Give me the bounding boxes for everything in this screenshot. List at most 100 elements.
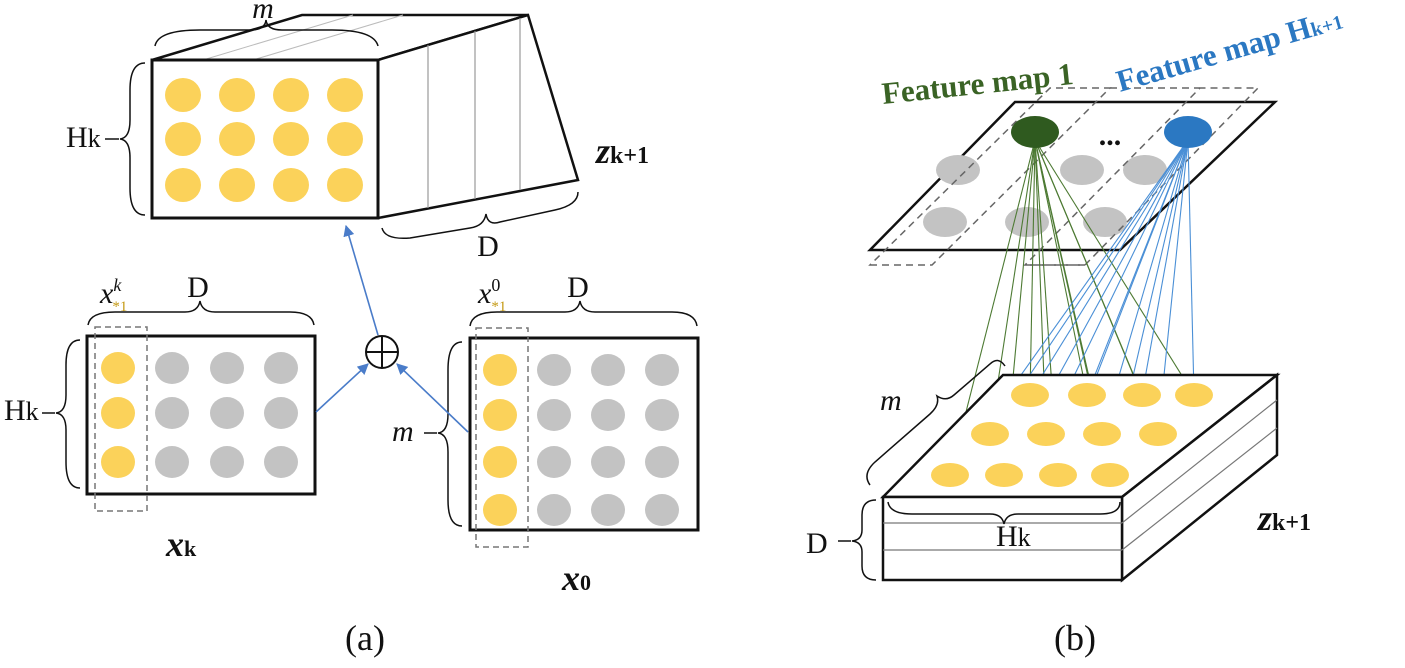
z-d-label: D <box>477 230 499 263</box>
z-m-brace <box>154 19 379 47</box>
z-element-dot <box>327 122 363 156</box>
x0-column-label: x0*1 <box>477 275 506 315</box>
x0-element-dot <box>591 494 625 526</box>
plane-dot <box>936 155 980 185</box>
z-element-dot <box>273 78 309 112</box>
z-m-label: m <box>252 0 274 25</box>
caption-b: (b) <box>1054 618 1096 658</box>
xk-element-dot <box>155 397 189 429</box>
arrow-xk-to-op <box>315 363 369 413</box>
z-slab <box>880 372 1281 583</box>
slab-dot <box>1039 463 1077 487</box>
feature-map-h-strip <box>1023 87 1260 266</box>
z-element-dot <box>165 78 201 112</box>
slab-dot <box>1091 463 1129 487</box>
slab-m-label: m <box>880 384 902 417</box>
xk-element-dot <box>264 397 298 429</box>
connection-blue <box>1141 139 1189 396</box>
xk-element-dot <box>264 352 298 384</box>
z-element-dot <box>327 168 363 202</box>
xk-matrix-label: xk <box>165 524 197 564</box>
z-d-brace <box>381 191 579 240</box>
z-h-brace <box>119 62 146 216</box>
z-element-dot <box>219 122 255 156</box>
x0-element-dot <box>645 494 679 526</box>
connection-blue <box>1029 139 1189 396</box>
slab-dot <box>1011 383 1049 407</box>
arrow-x0-to-op <box>396 363 469 433</box>
slab-dot <box>1139 422 1177 446</box>
connection-green <box>1029 139 1036 396</box>
z-element-dot <box>273 122 309 156</box>
x0-element-dot <box>483 399 517 431</box>
xk-element-dot <box>101 352 135 384</box>
xk-d-label: D <box>187 271 209 304</box>
x0-column-highlight <box>475 327 529 548</box>
caption-a: (a) <box>345 618 385 658</box>
x0-m-label: m <box>392 415 414 448</box>
xk-element-dot <box>210 446 244 478</box>
panel-a: m Hk D zk+1 D xk*1 Hk xk D x0*1 m <box>4 0 700 658</box>
x0-d-brace <box>469 300 698 327</box>
xk-element-dot <box>210 352 244 384</box>
xk-matrix <box>85 326 317 512</box>
x0-m-brace <box>437 341 463 527</box>
x0-element-dot <box>537 354 571 386</box>
z-tensor-box <box>150 13 580 220</box>
z-element-dot <box>273 168 309 202</box>
slab-h-label: Hk <box>996 520 1031 553</box>
xk-d-brace <box>87 300 315 326</box>
slab-dot <box>1175 383 1213 407</box>
slab-dot <box>931 463 969 487</box>
xk-element-dot <box>101 446 135 478</box>
x0-element-dot <box>483 354 517 386</box>
z-element-dot <box>219 78 255 112</box>
slab-dot <box>1027 422 1065 446</box>
z-element-dot <box>165 122 201 156</box>
slab-m-brace <box>866 359 1006 486</box>
panel-b: ... Feature map 1 Feature map Hk+1 m Hk … <box>806 1 1346 658</box>
feature-plane <box>867 87 1279 266</box>
xk-column-label: xk*1 <box>99 275 127 315</box>
x0-element-dot <box>591 399 625 431</box>
slab-dot <box>971 422 1009 446</box>
x0-element-dot <box>483 494 517 526</box>
feature-map-h-node <box>1164 116 1212 148</box>
ellipsis: ... <box>1099 119 1122 152</box>
x0-d-label: D <box>567 271 589 304</box>
arrow-op-to-z <box>343 224 379 336</box>
x0-element-dot <box>537 399 571 431</box>
xk-element-dot <box>155 446 189 478</box>
slab-dot <box>1083 422 1121 446</box>
z-h-label: Hk <box>66 121 101 154</box>
plane-dot <box>923 207 967 237</box>
x0-matrix-label: x0 <box>561 558 591 598</box>
x0-element-dot <box>645 399 679 431</box>
x0-element-dot <box>591 354 625 386</box>
xk-element-dot <box>210 397 244 429</box>
slab-dot <box>1123 383 1161 407</box>
slab-d-brace <box>851 499 877 581</box>
feature-map-h-label: Feature map Hk+1 <box>1112 1 1346 99</box>
slab-d-label: D <box>806 527 828 560</box>
slab-dots <box>931 383 1213 487</box>
feature-map-1-node <box>1011 116 1059 148</box>
xk-element-dot <box>264 446 298 478</box>
z-front-dots <box>165 78 363 202</box>
slab-dot <box>985 463 1023 487</box>
slab-h-brace <box>887 501 1121 525</box>
circled-plus-icon <box>365 335 399 369</box>
x0-dots <box>483 354 679 526</box>
connection-green <box>1034 139 1195 396</box>
connection-green <box>1034 139 1088 396</box>
slab-dot <box>1068 383 1106 407</box>
x0-matrix <box>468 327 700 548</box>
x0-element-dot <box>645 354 679 386</box>
xk-dots <box>101 352 298 478</box>
xk-element-dot <box>155 352 189 384</box>
connection-blue <box>1187 139 1195 396</box>
xk-h-brace <box>55 339 81 489</box>
plane-dot <box>1123 155 1167 185</box>
